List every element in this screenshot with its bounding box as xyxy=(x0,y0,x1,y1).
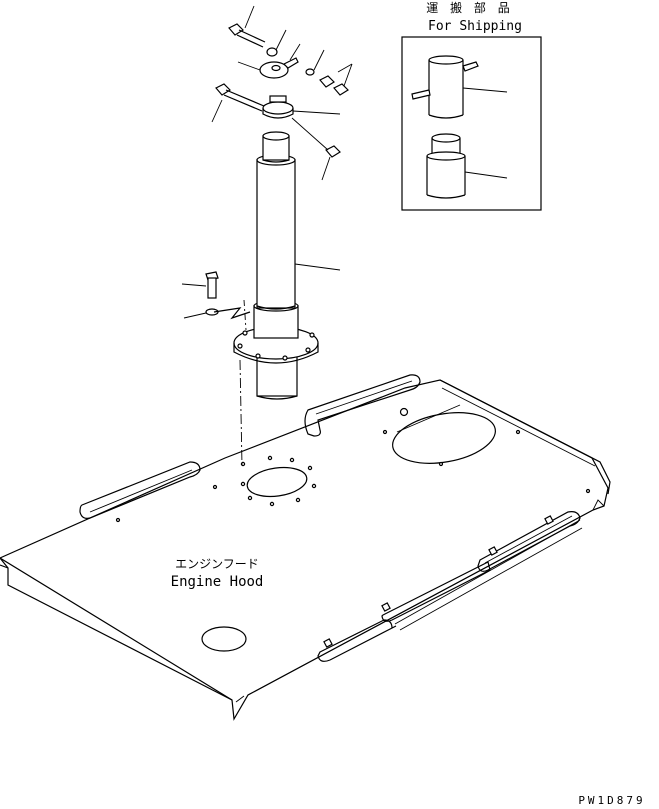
shipping-pipe-upper xyxy=(411,55,508,119)
top-bolt xyxy=(228,5,266,48)
clamp-bolt xyxy=(211,83,265,123)
shipping-pipe-lower xyxy=(426,133,508,199)
bolt-holes xyxy=(240,455,317,507)
shipping-title-en: For Shipping xyxy=(428,19,522,34)
drawing-code: PW1D879 xyxy=(578,794,645,807)
shipping-frame xyxy=(401,36,542,211)
side-bolt xyxy=(181,271,219,299)
engine-hood: エンジンフード Engine Hood xyxy=(0,374,611,721)
flange-bolt-holes xyxy=(237,330,315,361)
shipping-inset: 運 搬 部 品 For Shipping xyxy=(401,0,542,211)
exhaust-pipe-assembly xyxy=(181,5,353,467)
hood-label-en: Engine Hood xyxy=(171,574,264,590)
shipping-title-jp: 運 搬 部 品 xyxy=(426,0,513,15)
hood-label-jp: エンジンフード xyxy=(175,557,259,571)
